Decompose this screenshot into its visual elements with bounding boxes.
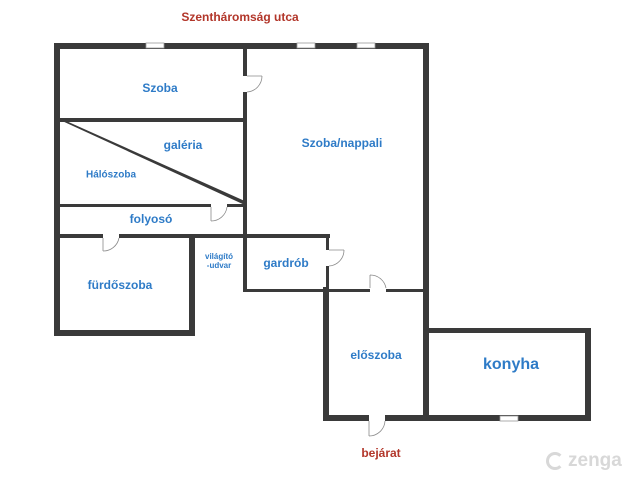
room-label-folyoso: folyosó (129, 212, 173, 226)
vilagito-line-2: -udvar (206, 261, 232, 270)
street-label: Szentháromság utca (181, 10, 299, 24)
room-label-vilagito-udvar: világító -udvar (205, 252, 233, 270)
zenga-logo-icon (546, 452, 564, 470)
window-top-3 (356, 42, 376, 49)
outer-walls (54, 43, 591, 421)
door-nappali (369, 274, 387, 293)
zenga-logo-text: zenga (568, 450, 622, 471)
window-bottom (499, 415, 519, 422)
room-label-nappali: Szoba/nappali (301, 136, 383, 150)
doors (102, 75, 387, 437)
door-szoba (242, 75, 263, 93)
room-label-szoba: Szoba (142, 81, 178, 95)
door-haloszoba (210, 203, 228, 222)
vilagito-line-1: világító (204, 252, 234, 261)
room-label-haloszoba: Hálószoba (85, 169, 137, 181)
room-label-furdoszoba: fürdőszoba (87, 278, 153, 292)
room-label-konyha: konyha (482, 356, 540, 373)
zenga-logo: zenga (546, 450, 622, 472)
room-label-eloszoba: előszoba (350, 348, 402, 362)
windows (145, 42, 519, 422)
window-top-2 (296, 42, 316, 49)
window-top-1 (145, 42, 165, 49)
room-label-galeria: galéria (163, 138, 203, 152)
door-bejarat (368, 414, 386, 437)
room-label-gardrob: gardrób (263, 256, 309, 270)
door-furdoszoba (102, 233, 120, 252)
entrance-label: bejárat (361, 446, 401, 460)
door-gardrob (325, 249, 345, 267)
